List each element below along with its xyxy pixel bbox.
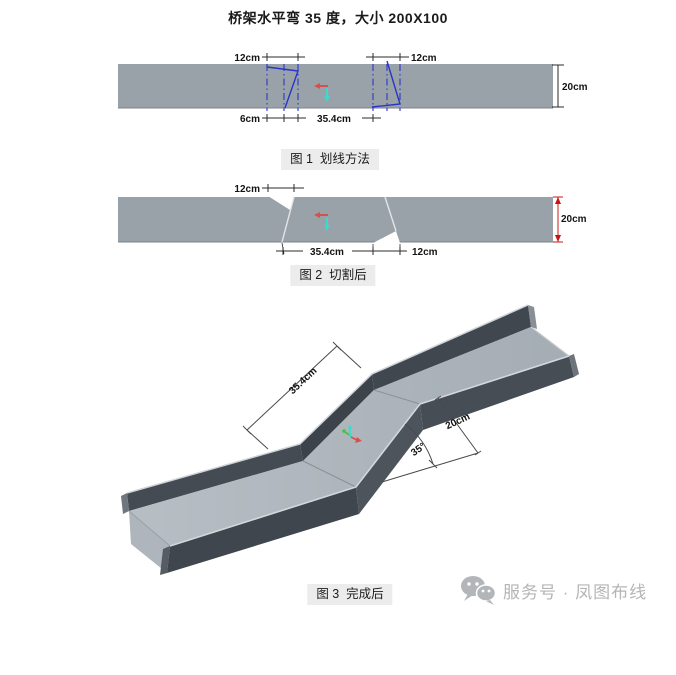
fig3-axis-marker bbox=[342, 424, 362, 443]
tray-right-floor-edge bbox=[530, 326, 570, 357]
tray-right-far-endcap bbox=[528, 305, 537, 329]
watermark: 服务号 · 凤图布线 bbox=[460, 574, 647, 606]
fig2-bottom-notch bbox=[373, 231, 400, 243]
fig1-caption: 图 1 划线方法 bbox=[281, 149, 379, 170]
fig2-dim-height: 20cm bbox=[561, 214, 587, 225]
fig1-right-cut-mark bbox=[371, 60, 401, 108]
fig2-tray-strip bbox=[118, 197, 553, 242]
fig2-left-kerf-line bbox=[281, 196, 295, 243]
tray-left-floor-edge bbox=[128, 510, 171, 547]
tray-far-rail-upper bbox=[372, 305, 531, 390]
fig1-axis-marker bbox=[314, 83, 330, 102]
tray-near-rail-lower bbox=[167, 487, 359, 573]
fig1-dim-height: 20cm bbox=[562, 82, 588, 93]
tray-left-far-endcap bbox=[121, 493, 129, 514]
fig2-axis-marker bbox=[314, 212, 330, 231]
fig1-left-cut-mark bbox=[266, 66, 299, 109]
fig1-dim-top-right: 12cm bbox=[411, 53, 437, 64]
fig2-top-notch bbox=[268, 196, 294, 210]
tray-far-rail-top-edge bbox=[126, 304, 529, 494]
wechat-icon bbox=[461, 576, 496, 605]
fig1-dim-bottom-left: 6cm bbox=[240, 114, 260, 125]
tray-left-open-end bbox=[129, 511, 170, 573]
tray-floor bbox=[129, 327, 569, 546]
fig3-caption: 图 3 完成后 bbox=[307, 584, 393, 605]
tray-left-near-endcap bbox=[160, 546, 170, 575]
fig3-dimension-lines bbox=[242, 341, 482, 483]
fig2-right-kerf-line bbox=[384, 196, 397, 232]
fig1-dim-bottom-span: 35.4cm bbox=[317, 114, 351, 125]
fig1-drawing: 12cm 12cm 6cm 35.4cm 20cm bbox=[118, 53, 588, 125]
tray-near-rail-upper bbox=[420, 356, 574, 430]
fig1-tray-strip bbox=[118, 64, 553, 108]
fig3-dim-slope: 35.4cm bbox=[287, 366, 319, 397]
tray-near-rail-middle bbox=[356, 404, 423, 514]
fig3-drawing: 35.4cm 20cm 35° bbox=[121, 304, 579, 575]
fig2-caption: 图 2 切割后 bbox=[290, 265, 376, 286]
fig2-drawing: 12cm 35.4cm 12cm 20cm bbox=[118, 184, 587, 258]
fig1-cut-marks bbox=[266, 60, 401, 109]
tray-far-rail-lower bbox=[127, 444, 303, 511]
tray-right-near-endcap bbox=[569, 354, 579, 377]
fig1-dimension-lines bbox=[262, 53, 564, 122]
page-title: 桥架水平弯 35 度，大小 200X100 bbox=[228, 10, 448, 26]
fig2-red-dimension: 20cm bbox=[553, 196, 587, 243]
fig2-dim-bottom-span: 35.4cm bbox=[310, 247, 344, 258]
tray-upper-bend-seam bbox=[373, 389, 421, 405]
tray-lower-bend-seam bbox=[302, 460, 357, 488]
watermark-label: 服务号 · 凤图布线 bbox=[503, 582, 648, 602]
fig2-dim-bottom-right: 12cm bbox=[412, 247, 438, 258]
tray-near-rail-top-edge bbox=[169, 355, 570, 547]
fig2-dim-top-left: 12cm bbox=[234, 184, 260, 195]
fig1-dim-top-left: 12cm bbox=[234, 53, 260, 64]
fig2-dimension-lines bbox=[262, 184, 407, 255]
tray-far-rail-middle bbox=[300, 374, 374, 461]
